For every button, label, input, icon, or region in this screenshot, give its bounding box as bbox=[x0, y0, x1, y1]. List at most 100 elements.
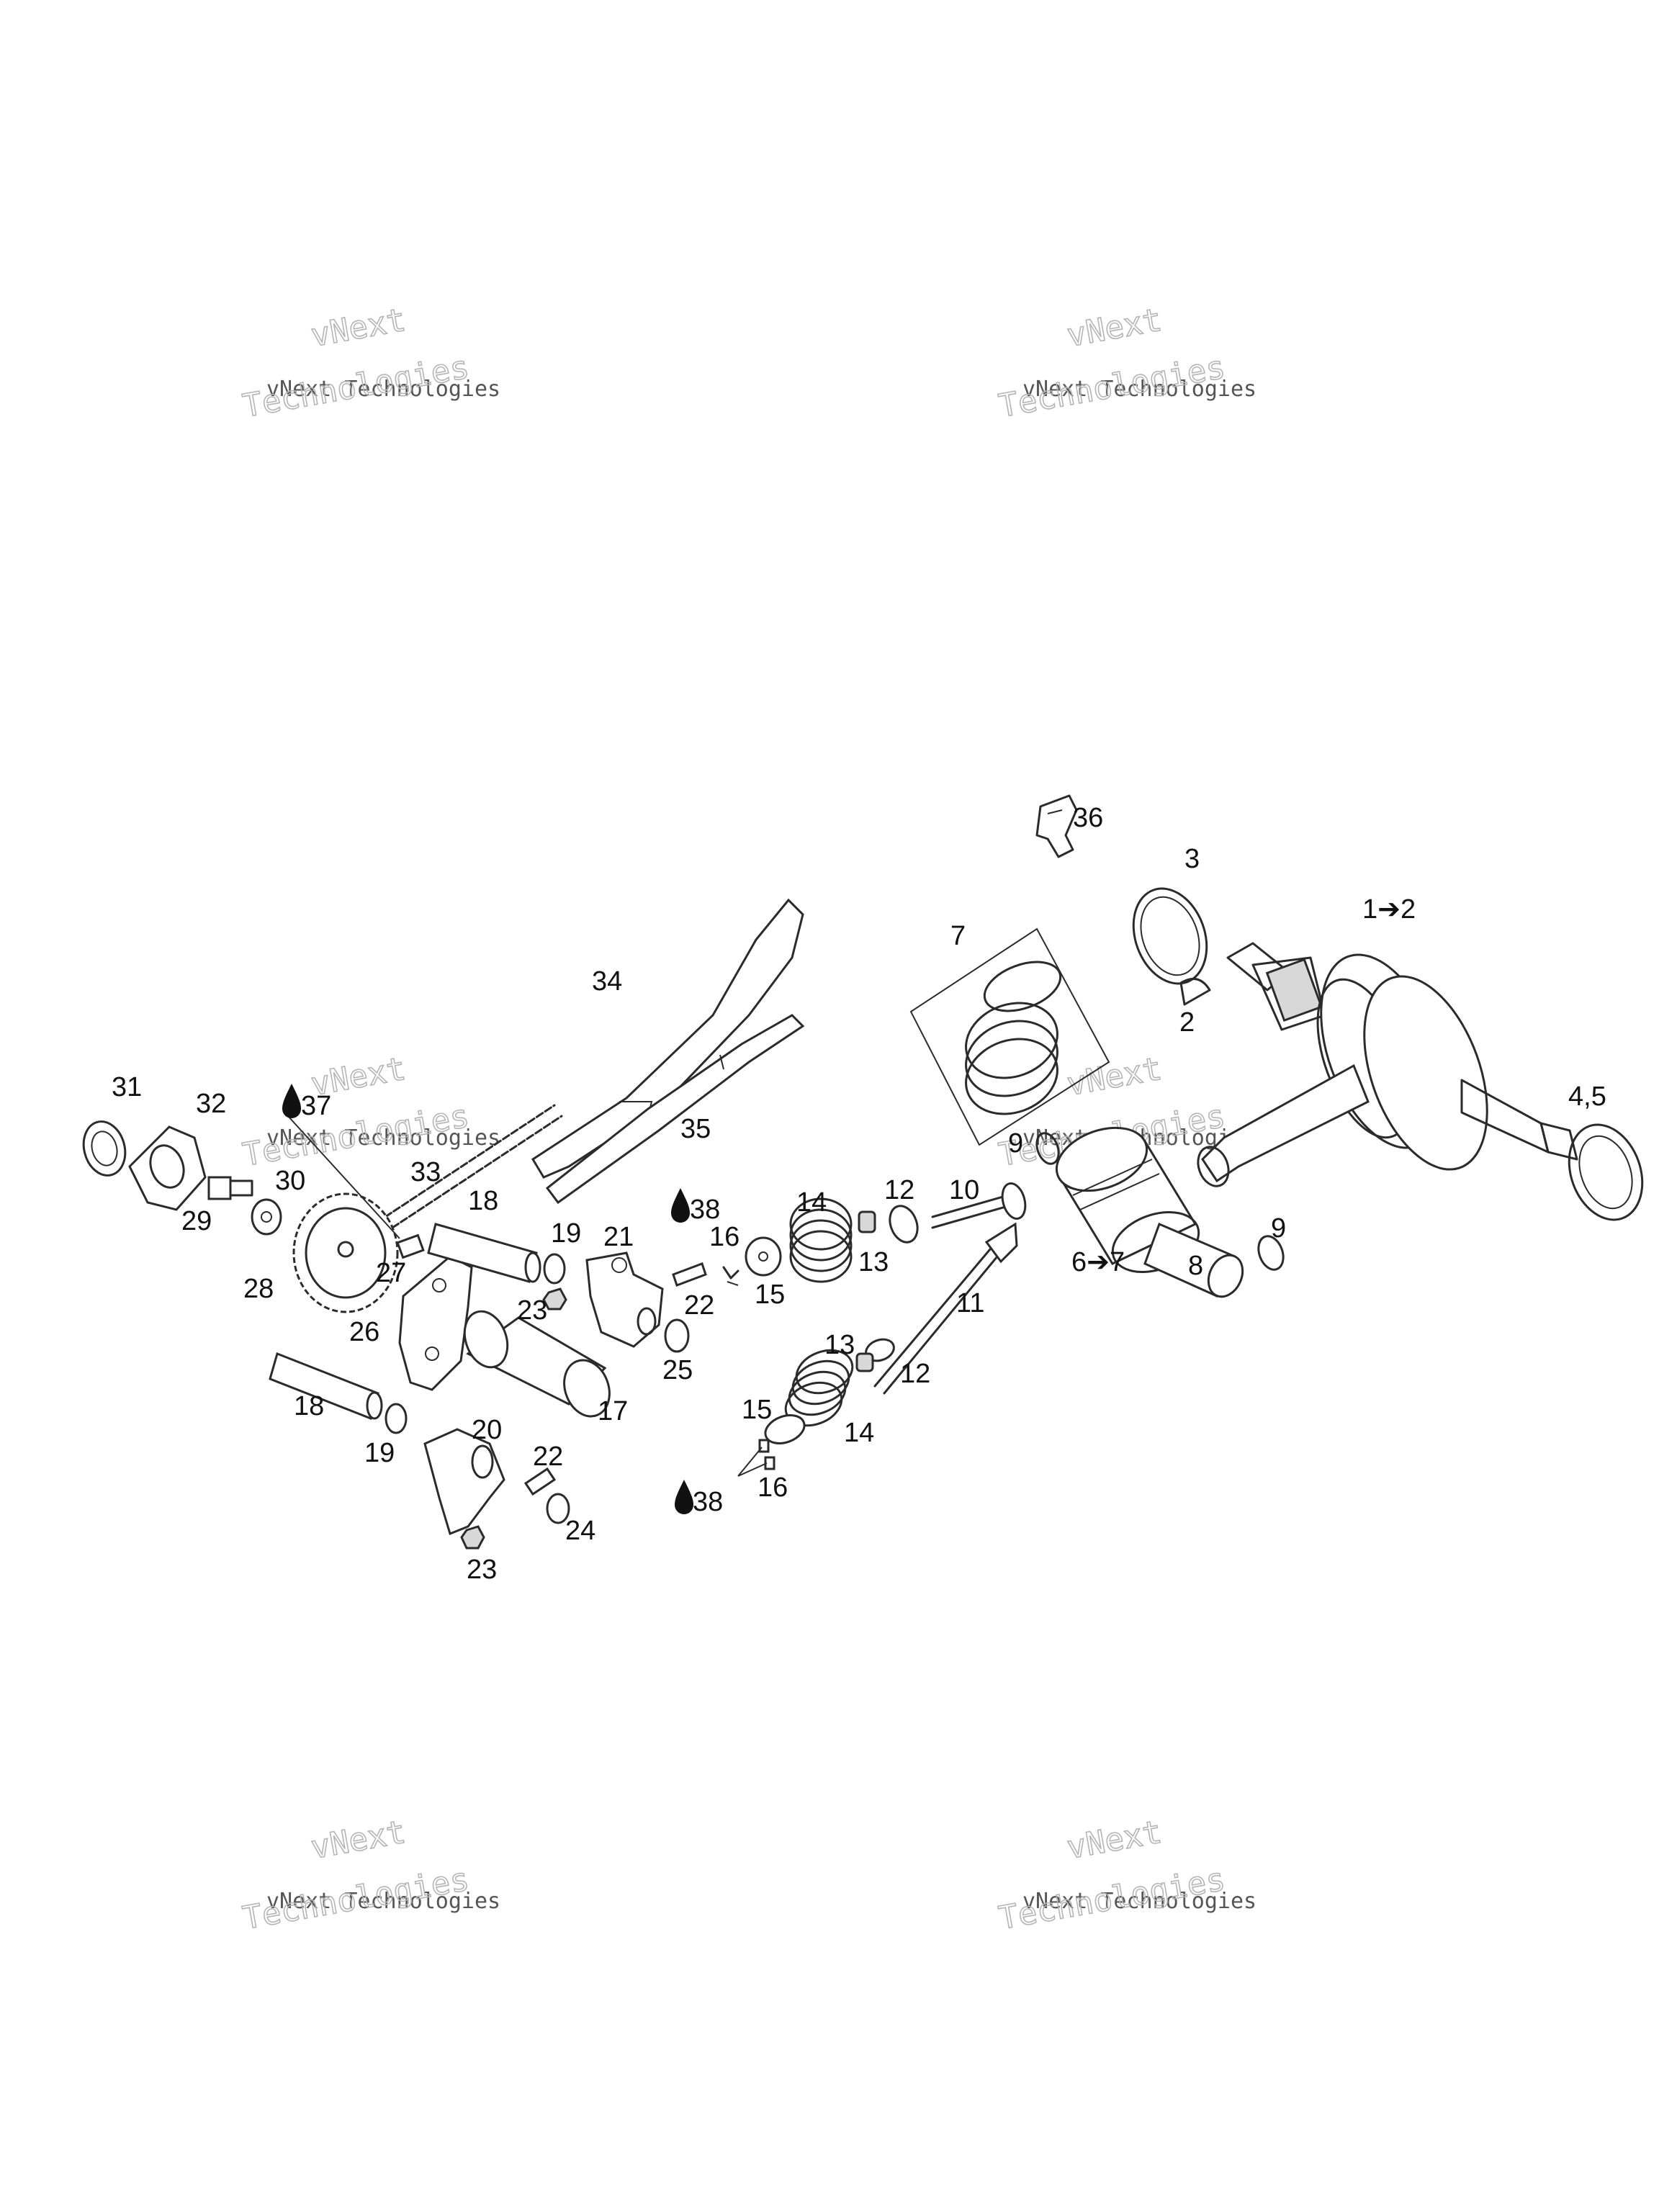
part-8-piston-pin bbox=[1143, 1222, 1244, 1298]
part-30-washer bbox=[251, 1198, 282, 1236]
label-22-upper: 22 bbox=[684, 1290, 714, 1321]
watermark-top-left: vNext vNext Technologies Technologies bbox=[240, 301, 500, 426]
part-3-washer bbox=[1132, 887, 1208, 985]
part-14-spring-upper bbox=[789, 1197, 853, 1283]
label-14-lower: 14 bbox=[844, 1418, 874, 1448]
watermark-line-mid: vNext Technologies bbox=[1022, 377, 1256, 402]
part-23-nut-lower bbox=[460, 1525, 485, 1550]
label-13-upper: 13 bbox=[858, 1247, 889, 1277]
part-19-washer-upper bbox=[543, 1253, 566, 1285]
label-8: 8 bbox=[1188, 1251, 1203, 1281]
part-2-key bbox=[1179, 977, 1211, 1006]
part-1-crankshaft bbox=[1197, 942, 1578, 1187]
label-9-upper: 9 bbox=[1008, 1128, 1023, 1159]
part-16-keeper-upper bbox=[722, 1266, 739, 1286]
label-19-lower: 19 bbox=[364, 1438, 395, 1468]
watermark-line-bottom: Technologies bbox=[996, 349, 1228, 424]
part-15-retainer-upper bbox=[745, 1236, 782, 1277]
part-11-valve-lower bbox=[873, 1222, 1018, 1395]
part-33-timing-chain bbox=[384, 1104, 563, 1229]
label-2: 2 bbox=[1179, 1007, 1195, 1038]
watermark-bottom-right: vNext vNext Technologies Technologies bbox=[996, 1813, 1256, 1938]
watermark-line-top: vNext bbox=[1064, 302, 1164, 354]
watermark-bottom-left: vNext vNext Technologies Technologies bbox=[240, 1813, 500, 1938]
part-10-valve-upper bbox=[931, 1182, 1027, 1229]
label-17: 17 bbox=[598, 1396, 628, 1426]
watermark-mid-left: vNext vNext Technologies Technologies bbox=[240, 1050, 500, 1174]
part-25-washer bbox=[664, 1318, 690, 1353]
label-12-upper: 12 bbox=[884, 1175, 914, 1205]
label-36: 36 bbox=[1073, 803, 1103, 833]
watermark-line-mid: vNext Technologies bbox=[266, 1125, 500, 1151]
label-1-2: 1➔2 bbox=[1362, 894, 1416, 925]
label-35: 35 bbox=[680, 1114, 711, 1144]
part-12-washer-upper bbox=[889, 1205, 919, 1244]
label-38-lower: 38 bbox=[693, 1487, 723, 1517]
label-4-5: 4,5 bbox=[1568, 1082, 1606, 1112]
part-9-circlip-a bbox=[1035, 1132, 1060, 1165]
label-26: 26 bbox=[349, 1317, 379, 1347]
part-26-plate bbox=[398, 1255, 473, 1391]
watermark-line-bottom: Technologies bbox=[240, 349, 472, 424]
part-24-washer bbox=[546, 1493, 570, 1524]
label-12-lower: 12 bbox=[900, 1359, 930, 1389]
part-20-rocker-arm bbox=[423, 1428, 505, 1536]
label-34: 34 bbox=[592, 966, 622, 997]
part-29-bolt bbox=[207, 1176, 253, 1200]
label-16-lower: 16 bbox=[757, 1473, 788, 1503]
oil-drop-icon-37 bbox=[282, 1084, 301, 1118]
watermark-line-top: vNext bbox=[1064, 1814, 1164, 1866]
part-13-seal-upper bbox=[858, 1210, 876, 1233]
part-22-screw-lower bbox=[523, 1467, 557, 1496]
label-30: 30 bbox=[275, 1166, 305, 1196]
part-28-sprocket bbox=[292, 1192, 399, 1313]
label-3: 3 bbox=[1184, 844, 1200, 874]
part-31-seal bbox=[82, 1120, 127, 1177]
label-13-lower: 13 bbox=[824, 1330, 855, 1360]
label-38-upper: 38 bbox=[690, 1195, 720, 1225]
label-25: 25 bbox=[662, 1355, 693, 1385]
label-15-lower: 15 bbox=[742, 1395, 772, 1425]
part-27-bolt bbox=[396, 1233, 425, 1259]
label-31: 31 bbox=[112, 1072, 142, 1102]
label-11: 11 bbox=[956, 1288, 984, 1318]
label-19-upper: 19 bbox=[551, 1218, 581, 1249]
label-29: 29 bbox=[181, 1206, 212, 1236]
label-22-lower: 22 bbox=[533, 1442, 563, 1472]
oil-drop-icon-38-upper bbox=[671, 1188, 690, 1223]
part-19-washer-lower bbox=[385, 1403, 408, 1434]
watermark-line-mid: vNext Technologies bbox=[266, 377, 500, 402]
part-32-flange bbox=[128, 1125, 207, 1211]
part-36-bracket bbox=[1035, 794, 1078, 858]
label-27: 27 bbox=[376, 1258, 406, 1288]
part-7-ring-set bbox=[909, 927, 1110, 1146]
label-9-lower: 9 bbox=[1271, 1213, 1286, 1244]
watermark-line-mid: vNext Technologies bbox=[266, 1889, 500, 1914]
part-18-shaft-lower bbox=[269, 1352, 383, 1420]
watermark-line-mid: vNext Technologies bbox=[1022, 1889, 1256, 1914]
part-9-circlip-b bbox=[1257, 1235, 1285, 1271]
watermark-line-top: vNext bbox=[308, 1814, 408, 1866]
watermark-line-bottom: Technologies bbox=[996, 1861, 1228, 1936]
label-21: 21 bbox=[603, 1222, 634, 1252]
label-16-upper: 16 bbox=[709, 1222, 739, 1252]
label-18-lower: 18 bbox=[294, 1391, 324, 1421]
label-32: 32 bbox=[196, 1089, 226, 1119]
part-16-keeper-lower bbox=[737, 1439, 775, 1477]
oil-drop-icon-38-lower bbox=[675, 1480, 693, 1514]
part-14-spring-lower bbox=[784, 1349, 854, 1427]
part-13-seal-lower bbox=[855, 1352, 874, 1372]
label-18-upper: 18 bbox=[468, 1186, 498, 1216]
part-15-retainer-lower bbox=[764, 1414, 806, 1444]
label-6-7: 6➔7 bbox=[1071, 1247, 1125, 1277]
label-7: 7 bbox=[950, 921, 966, 951]
watermark-line-top: vNext bbox=[308, 302, 408, 354]
watermark-line-bottom: Technologies bbox=[240, 1861, 472, 1936]
label-33: 33 bbox=[410, 1157, 441, 1187]
watermark-line-top: vNext bbox=[1064, 1051, 1164, 1103]
label-28: 28 bbox=[243, 1274, 274, 1304]
label-23-upper: 23 bbox=[517, 1295, 547, 1326]
label-10: 10 bbox=[949, 1175, 979, 1205]
label-20: 20 bbox=[472, 1415, 502, 1445]
